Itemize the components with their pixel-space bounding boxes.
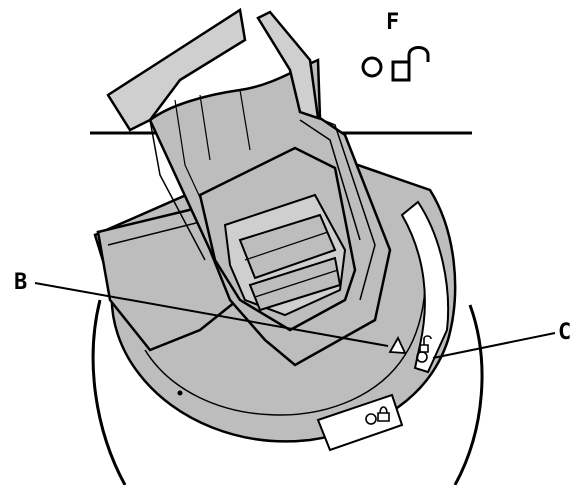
slot-bottom-icons	[365, 406, 390, 425]
unlocked-padlock-icon	[419, 335, 432, 353]
slot-top-icons	[416, 335, 432, 363]
callout-label-c: C	[558, 320, 572, 345]
callout-label-f: F	[386, 10, 400, 35]
leader-line-b	[34, 282, 389, 347]
locked-padlock-icon	[377, 406, 390, 422]
rim-slot-right	[400, 200, 450, 374]
unlocked-padlock-icon	[391, 46, 430, 82]
seat-flap-left	[106, 7, 247, 132]
circle-icon	[361, 56, 383, 78]
callout-label-b: B	[14, 270, 28, 295]
latch-block	[198, 146, 357, 332]
alignment-triangle-marker	[388, 336, 407, 354]
outer-housing	[91, 299, 484, 485]
leader-line-c	[432, 332, 556, 359]
circle-icon	[365, 413, 377, 425]
legend-f-icons	[361, 46, 430, 82]
